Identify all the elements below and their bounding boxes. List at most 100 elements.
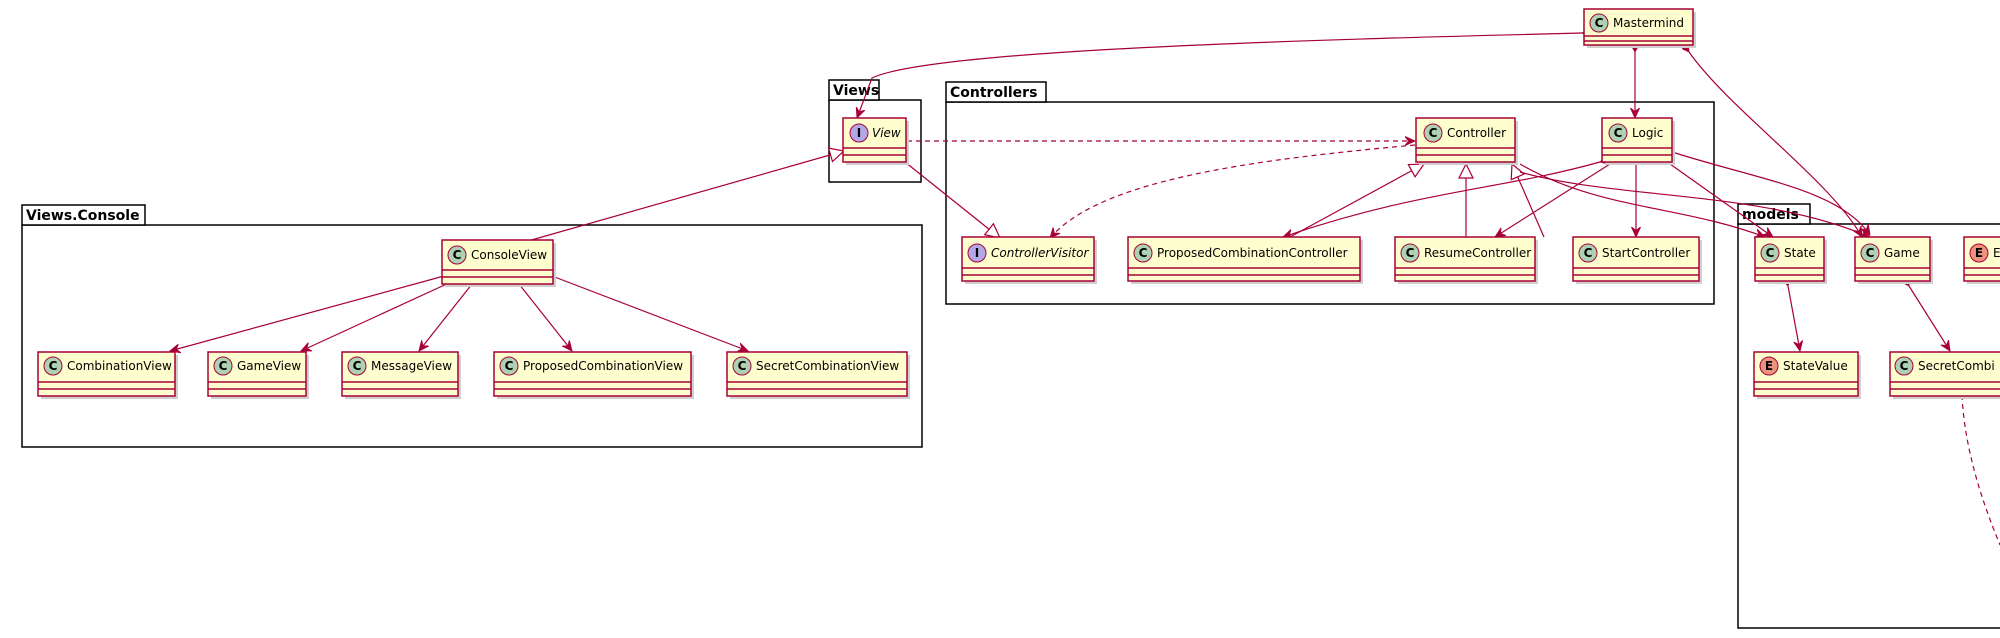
svg-text:C: C — [453, 248, 462, 262]
edge-consoleview-view — [527, 151, 844, 242]
class-circle-icon — [732, 356, 752, 376]
class-name: SecretCombi — [1918, 359, 1995, 373]
edge-logic-proposed — [1283, 162, 1600, 237]
class-name: ProposedCombinationController — [1157, 246, 1348, 260]
edge-game-secret — [1909, 286, 1950, 351]
class-name: ProposedCombinationView — [523, 359, 683, 373]
class-start-controller[interactable]: C StartController — [1572, 236, 1702, 284]
class-name: Game — [1884, 246, 1920, 260]
svg-text:C: C — [1595, 16, 1604, 30]
svg-text:C: C — [1866, 246, 1875, 260]
svg-text:C: C — [1139, 246, 1148, 260]
class-proposed-combination-controller[interactable]: C ProposedCombinationController — [1127, 236, 1363, 284]
class-name: Mastermind — [1613, 16, 1684, 30]
class-name: View — [872, 126, 901, 140]
class-circle-icon — [1894, 356, 1914, 376]
class-name: CombinationView — [67, 359, 172, 373]
svg-text:C: C — [1406, 246, 1415, 260]
svg-text:C: C — [1584, 246, 1593, 260]
svg-text:C: C — [1900, 359, 1909, 373]
svg-text:I: I — [975, 246, 979, 260]
edge-consoleview-proposedview — [519, 284, 572, 351]
edge-secret-dashed — [1961, 394, 2000, 546]
class-secret-combination-view[interactable]: C SecretCombinationView — [726, 351, 910, 399]
class-name: Controller — [1447, 126, 1506, 140]
class-name: MessageView — [371, 359, 452, 373]
class-name: Logic — [1632, 126, 1663, 140]
class-circle-icon — [347, 356, 367, 376]
edge-consoleview-messageview — [419, 284, 472, 351]
svg-text:E: E — [1975, 246, 1983, 260]
enum-cut-off[interactable]: E E — [1963, 236, 2000, 284]
svg-text:C: C — [353, 359, 362, 373]
svg-text:C: C — [505, 359, 514, 373]
class-view[interactable]: I View — [842, 117, 909, 165]
edge-consoleview-secretview — [552, 276, 748, 351]
enum-state-value[interactable]: E StateValue — [1753, 351, 1861, 399]
class-state[interactable]: C State — [1754, 236, 1827, 284]
package-views-console-title: Views.Console — [26, 208, 140, 224]
package-controllers-title: Controllers — [950, 85, 1037, 101]
svg-text:E: E — [1765, 359, 1773, 373]
class-circle-icon — [499, 356, 519, 376]
svg-text:C: C — [1614, 126, 1623, 140]
class-circle-icon — [1400, 243, 1420, 263]
class-name: ControllerVisitor — [991, 246, 1089, 260]
interface-circle-icon — [967, 243, 987, 263]
edge-view-visitor — [904, 161, 1000, 238]
class-circle-icon — [1860, 243, 1880, 263]
edge-controller-visitor — [1050, 144, 1416, 238]
class-circle-icon — [447, 245, 467, 265]
svg-text:I: I — [857, 126, 861, 140]
class-circle-icon — [1133, 243, 1153, 263]
edge-proposed-controller — [1289, 164, 1424, 238]
class-circle-icon — [1578, 243, 1598, 263]
class-mastermind[interactable]: C Mastermind — [1583, 8, 1696, 48]
edge-start-controller — [1512, 164, 1545, 238]
svg-text:C: C — [219, 359, 228, 373]
class-name: State — [1784, 246, 1816, 260]
class-name: SecretCombinationView — [756, 359, 899, 373]
package-views-title: Views — [833, 83, 879, 99]
class-name: GameView — [237, 359, 301, 373]
class-game[interactable]: C Game — [1854, 236, 1933, 284]
class-resume-controller[interactable]: C ResumeController — [1394, 236, 1538, 284]
class-circle-icon — [1423, 123, 1443, 143]
class-circle-icon — [1608, 123, 1628, 143]
svg-text:C: C — [49, 359, 58, 373]
class-proposed-combination-view[interactable]: C ProposedCombinationView — [493, 351, 694, 399]
class-circle-icon — [1760, 243, 1780, 263]
edge-state-statevalue — [1788, 286, 1800, 351]
class-controller-visitor[interactable]: I ControllerVisitor — [961, 236, 1097, 284]
enum-circle-icon — [1759, 356, 1779, 376]
svg-text:C: C — [1766, 246, 1775, 260]
class-logic[interactable]: C Logic — [1601, 117, 1675, 165]
edge-logic-game — [1672, 152, 1870, 235]
class-circle-icon — [213, 356, 233, 376]
enum-circle-icon — [1969, 243, 1989, 263]
edge-consoleview-gameview — [301, 282, 451, 352]
class-name: StartController — [1602, 246, 1690, 260]
class-name: StateValue — [1783, 359, 1848, 373]
interface-circle-icon — [849, 123, 869, 143]
svg-text:C: C — [738, 359, 747, 373]
package-views-console: Views.Console — [21, 204, 923, 448]
svg-text:C: C — [1429, 126, 1438, 140]
class-name: ConsoleView — [471, 248, 547, 262]
class-combination-view[interactable]: C CombinationView — [37, 351, 178, 399]
class-circle-icon — [43, 356, 63, 376]
class-controller[interactable]: C Controller — [1415, 117, 1518, 165]
class-message-view[interactable]: C MessageView — [341, 351, 461, 399]
edge-controller-state — [1519, 163, 1765, 237]
class-circle-icon — [1589, 13, 1609, 33]
class-console-view[interactable]: C ConsoleView — [441, 239, 556, 287]
class-name: E — [1993, 246, 2000, 260]
edge-consoleview-combination — [170, 276, 444, 351]
class-game-view[interactable]: C GameView — [207, 351, 309, 399]
edge-logic-resume — [1495, 164, 1610, 237]
edge-mastermind-view — [857, 33, 1582, 118]
relations — [170, 33, 2000, 546]
edge-logic-state — [1670, 164, 1773, 237]
class-name: ResumeController — [1424, 246, 1531, 260]
class-secret-combination-cut-off[interactable]: C SecretCombi — [1889, 351, 2000, 399]
